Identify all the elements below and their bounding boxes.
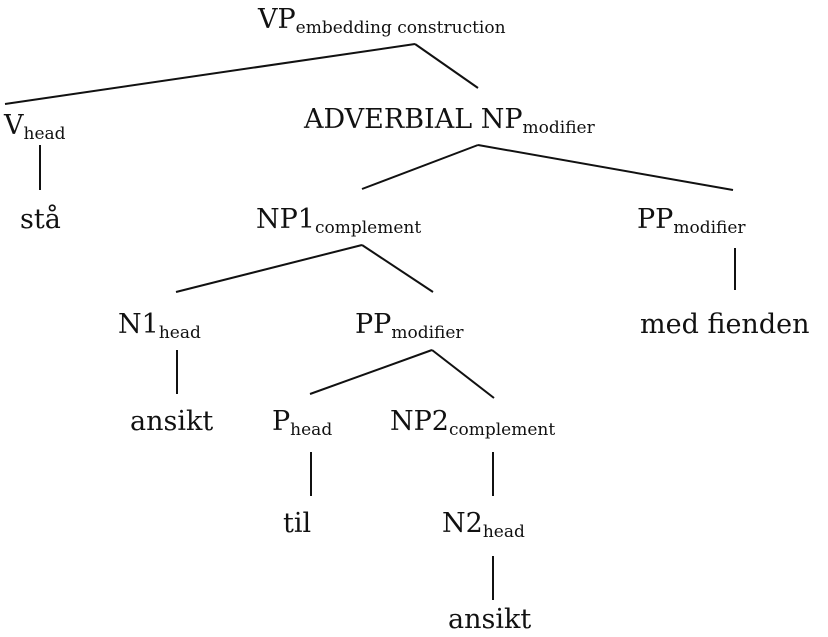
node-n2: N2head — [442, 508, 525, 542]
node-pp-right: PPmodifier — [637, 204, 746, 238]
edge-advnp-np1 — [361, 144, 479, 190]
node-np1: NP1complement — [256, 204, 421, 238]
edge-vp-v — [4, 43, 416, 105]
node-pp-inner: PPmodifier — [355, 309, 464, 343]
node-til: til — [283, 508, 311, 539]
edge-pp-p — [309, 349, 433, 395]
edge-vp-advnp — [414, 43, 479, 89]
node-n1: N1head — [118, 309, 201, 343]
edge-np1-n1 — [175, 244, 363, 293]
node-ansikt-1: ansikt — [130, 406, 213, 437]
edge-advnp-pp — [477, 144, 734, 191]
edge-pp-np2 — [431, 349, 495, 399]
node-ansikt-2: ansikt — [448, 604, 531, 635]
edge-np1-pp — [361, 244, 434, 293]
tree-edges — [4, 43, 736, 600]
node-np2: NP2complement — [390, 406, 555, 440]
node-adverbial-np: ADVERBIAL NPmodifier — [303, 104, 596, 138]
node-p: Phead — [272, 406, 332, 440]
node-sta: stå — [20, 203, 61, 235]
node-vp: VPembedding construction — [257, 4, 506, 38]
node-med-fienden: med fienden — [640, 309, 809, 340]
node-v: Vhead — [3, 110, 66, 144]
